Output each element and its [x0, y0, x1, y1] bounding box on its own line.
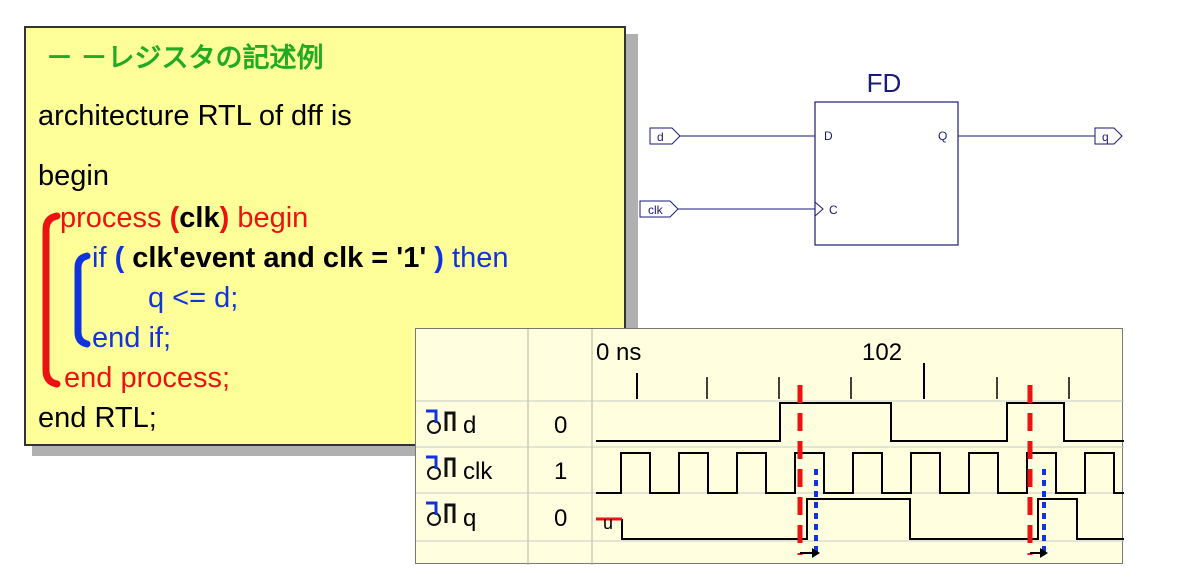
- process-begin-keyword: begin: [237, 202, 309, 234]
- q-initial-label: u: [603, 513, 613, 533]
- port-clk-label: clk: [648, 203, 664, 217]
- code-line-architecture: architecture RTL of dff is: [38, 100, 352, 132]
- pin-d-label: D: [824, 129, 833, 143]
- fd-label: FD: [867, 68, 902, 98]
- port-q-shape: [1094, 127, 1123, 145]
- signal-name-clk: clk: [463, 458, 493, 485]
- signal-value-d: 0: [554, 412, 567, 439]
- code-line-end-rtl: end RTL;: [38, 402, 157, 434]
- code-line-end-process: end process;: [64, 362, 231, 394]
- port-clk-shape: [639, 200, 679, 218]
- signal-name-q: q: [463, 505, 476, 532]
- code-line-process: process (clk) begin: [60, 202, 308, 235]
- code-line-assign: q <= d;: [148, 282, 239, 314]
- signal-name-d: d: [463, 412, 476, 439]
- signal-icon-d: [426, 409, 456, 434]
- code-panel: － －レジスタの記述例 architecture RTL of dff is b…: [24, 26, 626, 446]
- if-keyword: if: [92, 242, 107, 274]
- port-d-label: d: [657, 130, 664, 144]
- code-line-end-if: end if;: [92, 322, 171, 354]
- process-paren-close: ): [219, 202, 230, 234]
- code-line-begin: begin: [38, 160, 109, 192]
- pin-c-label: C: [829, 203, 838, 217]
- if-paren-close: ): [434, 242, 444, 274]
- fd-schematic: FD D Q C d clk q: [639, 68, 1123, 246]
- time-start-label: 0 ns: [596, 339, 641, 366]
- signal-icon-q: [426, 501, 456, 526]
- code-title: － －レジスタの記述例: [46, 43, 324, 73]
- signal-value-clk: 1: [554, 458, 567, 485]
- waveform-q: [621, 498, 1124, 540]
- if-condition: clk'event and clk = '1': [132, 242, 427, 274]
- signal-icon-clk: [426, 455, 456, 480]
- waveform-clk: [596, 452, 1124, 494]
- if-paren-open: (: [114, 242, 125, 274]
- time-ruler: [636, 363, 1070, 399]
- code-line-if: if ( clk'event and clk = '1' ) then: [92, 242, 508, 275]
- clock-triangle-icon: [814, 201, 824, 217]
- code-brackets: [42, 212, 91, 388]
- if-bracket: [74, 252, 91, 348]
- waveform-d: [596, 402, 1124, 442]
- process-bracket: [42, 212, 61, 388]
- waveform-panel: 0 ns 102 d clk q 0: [415, 328, 1124, 565]
- pin-q-label: Q: [938, 129, 947, 143]
- process-keyword: process: [60, 202, 162, 234]
- time-mark-label: 102: [862, 339, 902, 366]
- process-sensitivity: clk: [179, 202, 220, 234]
- then-keyword: then: [452, 242, 509, 274]
- delay-arrow-2: [1030, 548, 1048, 558]
- signal-value-q: 0: [554, 505, 567, 532]
- fd-block: [814, 101, 959, 246]
- process-paren-open: (: [169, 202, 180, 234]
- delay-arrow-1: [800, 548, 820, 558]
- port-d-shape: [649, 127, 681, 145]
- waveform-canvas: 0 ns 102 d clk q 0: [416, 329, 1124, 565]
- port-q-label: q: [1102, 130, 1109, 144]
